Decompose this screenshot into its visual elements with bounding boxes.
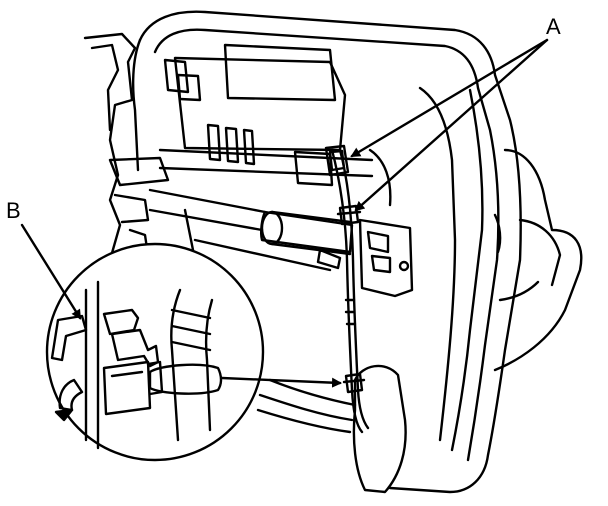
seat-back-frame	[131, 10, 522, 494]
harness-clip-upper	[336, 204, 362, 226]
detail-arrow	[220, 376, 342, 388]
seat-back-inner-panel	[158, 43, 392, 207]
harness-connector	[324, 144, 350, 177]
harness-clip-lower	[342, 372, 366, 394]
leader-line-a1	[350, 38, 549, 158]
seat-back-left-bolster	[83, 32, 170, 262]
leader-line-a2	[354, 38, 549, 212]
seat-base	[256, 364, 407, 494]
mounting-bracket	[358, 218, 414, 298]
callout-label-b: B	[6, 198, 21, 223]
seat-cushion	[493, 148, 583, 372]
clip-detail-inset	[45, 242, 265, 462]
callout-label-a: A	[546, 14, 561, 39]
wire-harness	[330, 148, 370, 434]
leader-line-b	[20, 223, 82, 320]
cross-rail	[148, 188, 354, 272]
